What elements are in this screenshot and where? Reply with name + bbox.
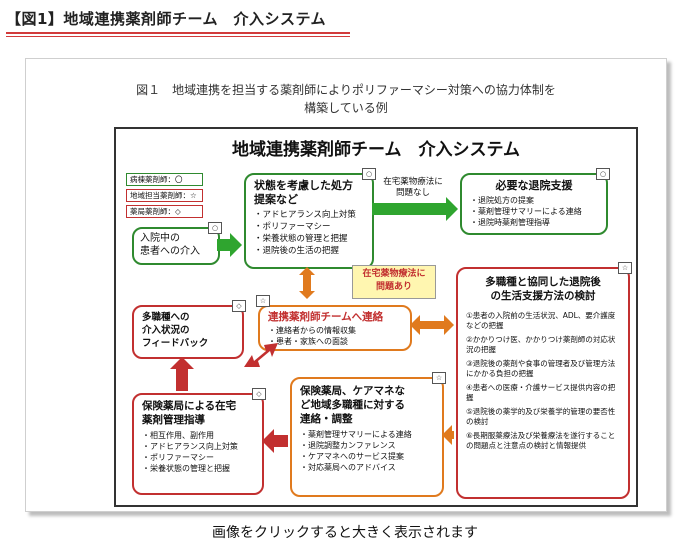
list-item: ④患者への医療・介護サービス提供内容の把握	[466, 383, 616, 402]
list-item: 連絡者からの情報収集	[268, 325, 402, 336]
title-underline	[6, 32, 350, 34]
list-item: 退院後の生活の把握	[254, 245, 364, 257]
discharge-support-title: 必要な退院支援	[495, 179, 573, 192]
pharmacy-pharmacist-badge: ◇	[232, 300, 246, 312]
list-item: ポリファーマシー	[254, 221, 364, 233]
list-item: ケアマネへのサービス提案	[300, 451, 434, 462]
coordination-list: 薬剤管理サマリーによる連絡 退院調整カンファレンス ケアマネへのサービス提案 対…	[300, 429, 434, 473]
title-underline-thin	[6, 36, 350, 37]
list-item: 栄養状態の管理と把握	[254, 233, 364, 245]
regional-pharmacist-badge: ☆	[618, 262, 632, 274]
ward-pharmacist-badge: ○	[596, 168, 610, 180]
footer-caption: 画像をクリックすると大きく表示されます	[212, 525, 478, 541]
role-regional-pharmacist: 地域担当薬剤師：☆	[126, 189, 203, 202]
multi-job-list: ①患者の入院前の生活状況、ADL、要介護度などの把握 ②かかりつけ医、かかりつけ…	[466, 311, 620, 451]
coordination-box: 保険薬局、ケアマネな ど地域多職種に対する 連絡・調整 薬剤管理サマリーによる連…	[290, 372, 446, 497]
regional-pharmacist-badge: ☆	[432, 372, 446, 384]
prescription-box: 状態を考慮した処方 提案など アドヒアランス向上対策 ポリファーマシー 栄養状態…	[244, 168, 376, 269]
list-item: 薬剤管理サマリーによる連絡	[470, 206, 598, 217]
arrow-team-multijob	[410, 315, 454, 335]
list-item: 薬剤管理サマリーによる連絡	[300, 429, 434, 440]
list-item: 退院時薬剤管理指導	[470, 217, 598, 228]
problem-label: 在宅薬物療法に 問題あり	[352, 265, 436, 299]
prescription-list: アドヒアランス向上対策 ポリファーマシー 栄養状態の管理と把握 退院後の生活の把…	[254, 209, 364, 257]
list-item: 退院調整カンファレンス	[300, 440, 434, 451]
arrow-pharmacy-to-feedback	[170, 357, 194, 391]
discharge-support-box: 必要な退院支援 退院処方の提案 薬剤管理サマリーによる連絡 退院時薬剤管理指導 …	[460, 168, 610, 235]
role-ward-pharmacist: 病棟薬剤師：〇	[126, 173, 203, 186]
no-problem-label: 在宅薬物療法に 問題なし	[383, 177, 443, 198]
list-item: アドヒアランス向上対策	[254, 209, 364, 221]
multi-job-title: 多職種と協同した退院後 の生活支援方法の検討	[485, 276, 601, 302]
prescription-title: 状態を考慮した処方 提案など	[254, 179, 353, 206]
arrow-multijob-coordination	[442, 425, 454, 445]
pharmacy-guidance-list: 相互作用、副作用 アドヒアランス向上対策 ポリファーマシー 栄養状態の管理と把握	[142, 430, 254, 474]
team-contact-box: 連携薬剤師チームへ連絡 連絡者からの情報収集 患者・家族への面談 ☆	[256, 295, 412, 351]
list-item: 相互作用、副作用	[142, 430, 254, 441]
inpatient-box: 入院中の 患者への介入 ○	[132, 222, 222, 265]
diagram-title: 地域連携薬剤師チーム 介入システム	[232, 140, 520, 160]
ward-pharmacist-badge: ○	[362, 168, 376, 180]
list-item: 患者・家族への面談	[268, 336, 402, 347]
role-pharmacy-pharmacist: 薬局薬剤師：◇	[126, 205, 203, 218]
list-item: ⑥長期服薬療法及び栄養療法を遂行することの問題点と注意点の検討と情報提供	[466, 431, 616, 450]
regional-pharmacist-badge: ☆	[256, 295, 270, 307]
feedback-text: 多職種への 介入状況の フィードバック	[142, 312, 209, 349]
ward-pharmacist-badge: ○	[208, 222, 222, 234]
inpatient-text: 入院中の 患者への介入	[140, 233, 200, 257]
multi-job-box: 多職種と協同した退院後 の生活支援方法の検討 ①患者の入院前の生活状況、ADL、…	[456, 262, 632, 499]
figure-caption: 図１ 地域連携を担当する薬剤師によりポリファーマシー対策への協力体制を 構築して…	[26, 81, 666, 117]
arrow-layer	[170, 197, 458, 453]
arrow-feedback-team-diagonal	[244, 343, 278, 367]
pharmacy-pharmacist-badge: ◇	[252, 388, 266, 400]
arrow-prescription-to-support	[372, 197, 458, 221]
team-contact-title: 連携薬剤師チームへ連絡	[268, 311, 384, 323]
list-item: ⑤退院後の薬学的及び栄養学的管理の要否性の検討	[466, 407, 616, 426]
list-item: 対応薬局へのアドバイス	[300, 462, 434, 473]
figure-caption-line2: 構築している例	[304, 101, 388, 115]
arrow-prescription-team-vertical	[299, 267, 315, 299]
figure-image[interactable]: 図１ 地域連携を担当する薬剤師によりポリファーマシー対策への協力体制を 構築して…	[25, 58, 667, 512]
team-contact-list: 連絡者からの情報収集 患者・家族への面談	[268, 325, 402, 347]
list-item: ③退院後の薬剤や食事の管理者及び管理方法にかかる負担の把握	[466, 359, 616, 378]
pharmacy-guidance-box: 保険薬局による在宅 薬剤管理指導 相互作用、副作用 アドヒアランス向上対策 ポリ…	[132, 388, 266, 495]
list-item: ②かかりつけ医、かかりつけ薬剤師の対応状況の把握	[466, 335, 616, 354]
list-item: 退院処方の提案	[470, 195, 598, 206]
diagram-frame: 地域連携薬剤師チーム 介入システム 病棟薬剤師：〇 地域担当薬剤師：☆ 薬局薬剤…	[114, 127, 638, 507]
page-title: 【図1】地域連携薬剤師チーム 介入システム	[6, 10, 327, 28]
arrow-coordination-to-pharmacy	[262, 429, 288, 453]
discharge-support-list: 退院処方の提案 薬剤管理サマリーによる連絡 退院時薬剤管理指導	[470, 195, 598, 228]
list-item: アドヒアランス向上対策	[142, 441, 254, 452]
list-item: ポリファーマシー	[142, 452, 254, 463]
list-item: ①患者の入院前の生活状況、ADL、要介護度などの把握	[466, 311, 616, 330]
pharmacy-guidance-title: 保険薬局による在宅 薬剤管理指導	[142, 400, 237, 426]
feedback-box: 多職種への 介入状況の フィードバック ◇	[132, 300, 246, 359]
arrow-inpatient-to-prescription	[217, 233, 242, 257]
coordination-title: 保険薬局、ケアマネな ど地域多職種に対する 連絡・調整	[300, 385, 405, 425]
list-item: 栄養状態の管理と把握	[142, 463, 254, 474]
figure-caption-line1: 図１ 地域連携を担当する薬剤師によりポリファーマシー対策への協力体制を	[136, 83, 556, 97]
